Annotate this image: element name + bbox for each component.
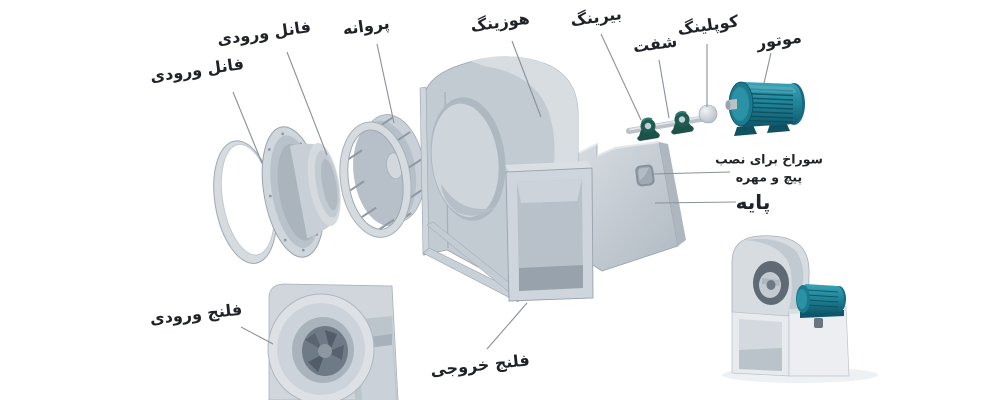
inlet-flange-inset-illustration — [267, 283, 399, 400]
bearing-illustration — [671, 111, 694, 135]
base-illustration — [569, 141, 686, 272]
bolt-hole — [635, 164, 655, 187]
bolt-hole-note-line2: پیچ و مهره — [735, 169, 803, 184]
impeller-illustration — [339, 114, 426, 238]
housing-illustration — [419, 56, 594, 303]
inlet-funnel-illustration — [261, 126, 341, 258]
coupling-illustration — [698, 104, 718, 124]
outlet-flange-illustration — [505, 161, 594, 302]
bolt-hole-note-line1: سوراخ برای نصب — [715, 151, 823, 167]
leader-lines — [232, 33, 772, 350]
label-bolt-hole-note: سوراخ برای نصب پیچ و مهره — [715, 151, 823, 186]
assembled-fan-inset-illustration — [722, 235, 878, 383]
label-base: پایه — [735, 190, 771, 214]
bearing-illustration — [637, 117, 660, 141]
motor-illustration — [725, 81, 805, 136]
